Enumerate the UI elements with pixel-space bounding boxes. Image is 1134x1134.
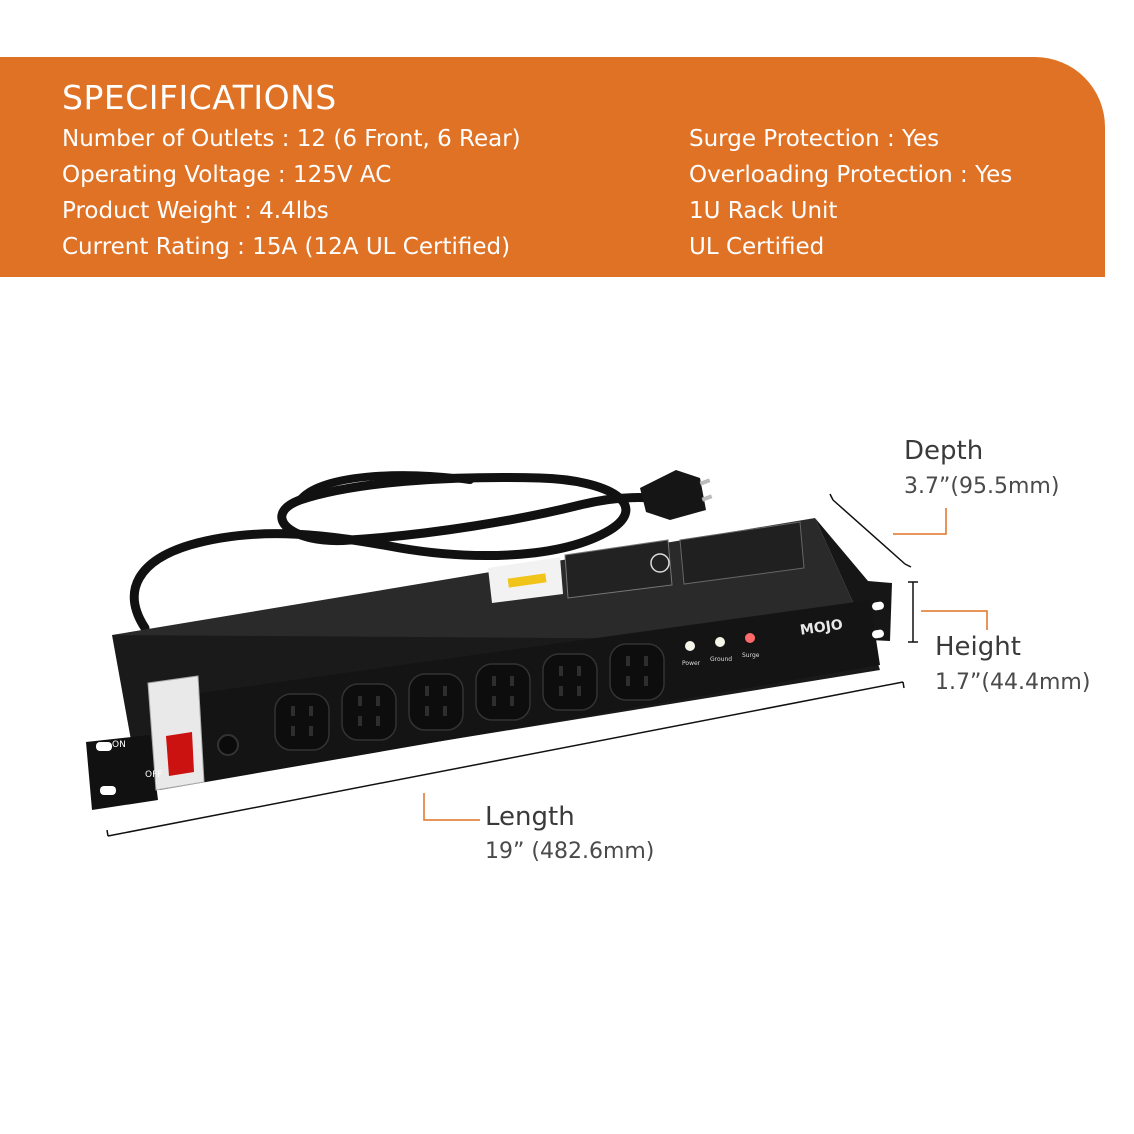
power-light <box>685 641 695 651</box>
ground-light <box>715 637 725 647</box>
switch-off-label: OFF <box>145 770 162 780</box>
indicator-lights: Power Ground Surge <box>682 633 760 667</box>
right-rack-ear <box>872 601 884 639</box>
outlet <box>274 693 330 751</box>
brand-logo: MOJO <box>799 617 844 639</box>
product-labels <box>488 521 805 603</box>
length-label: Length <box>485 802 575 832</box>
depth-value: 3.7”(95.5mm) <box>904 474 1060 499</box>
indicator-label: Power <box>682 660 701 667</box>
height-value: 1.7”(44.4mm) <box>935 670 1091 695</box>
power-switch: ON OFF <box>112 675 205 791</box>
depth-label: Depth <box>904 436 984 466</box>
plug <box>640 470 713 520</box>
left-rack-ear <box>86 735 158 810</box>
length-line <box>106 681 905 837</box>
spec-list-right: Surge Protection : Yes Overloading Prote… <box>689 121 1012 265</box>
spec-item: Overloading Protection : Yes <box>689 162 1013 188</box>
height-line <box>908 581 918 643</box>
spec-item: UL Certified <box>689 234 825 260</box>
spec-item: 1U Rack Unit <box>689 198 838 224</box>
spec-item: Current Rating : 15A (12A UL Certified) <box>62 234 511 260</box>
length-value: 19” (482.6mm) <box>485 839 655 864</box>
indicator-label: Ground <box>710 656 732 663</box>
spec-list-left: Number of Outlets : 12 (6 Front, 6 Rear)… <box>62 121 521 265</box>
reset-button <box>217 734 239 756</box>
specifications-title: SPECIFICATIONS <box>62 78 337 117</box>
spec-item: Number of Outlets : 12 (6 Front, 6 Rear) <box>62 126 521 152</box>
outlet <box>475 663 531 721</box>
height-label: Height <box>935 632 1021 662</box>
spec-item: Product Weight : 4.4lbs <box>62 198 329 224</box>
outlet <box>542 653 598 711</box>
outlet <box>341 683 397 741</box>
power-cord <box>129 471 677 633</box>
outlet-group <box>274 643 665 751</box>
outlet <box>609 643 665 701</box>
spec-item: Surge Protection : Yes <box>689 126 940 152</box>
outlet <box>408 673 464 731</box>
specifications-banner <box>0 57 1105 277</box>
indicator-label: Surge <box>742 652 760 659</box>
callout-lines <box>423 508 988 821</box>
spec-item: Operating Voltage : 125V AC <box>62 162 392 188</box>
dimension-lines <box>106 493 918 837</box>
rear-flange <box>815 518 892 641</box>
switch-on-label: ON <box>112 740 126 750</box>
depth-line <box>829 493 912 568</box>
surge-light <box>745 633 755 643</box>
